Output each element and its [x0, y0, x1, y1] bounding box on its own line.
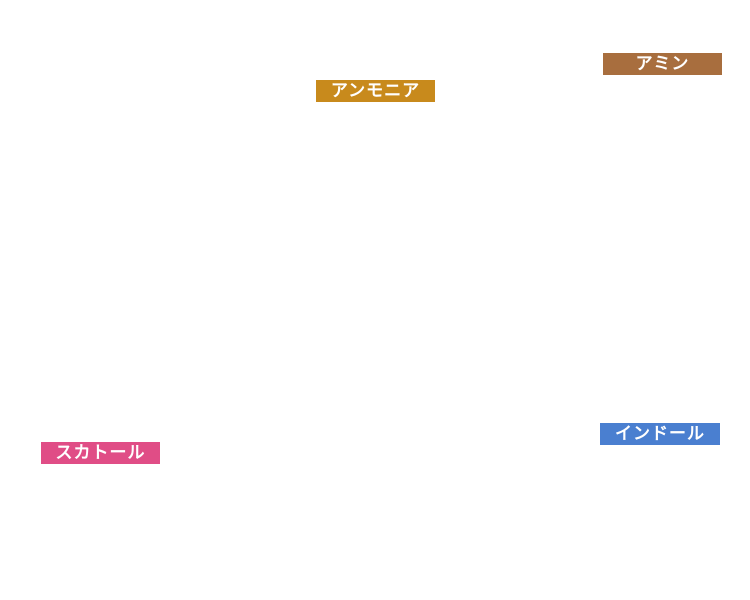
label-ammonia: アンモニア: [316, 80, 435, 102]
label-indole: インドール: [600, 423, 720, 445]
label-amine: アミン: [603, 53, 722, 75]
label-skatole: スカトール: [41, 442, 160, 464]
